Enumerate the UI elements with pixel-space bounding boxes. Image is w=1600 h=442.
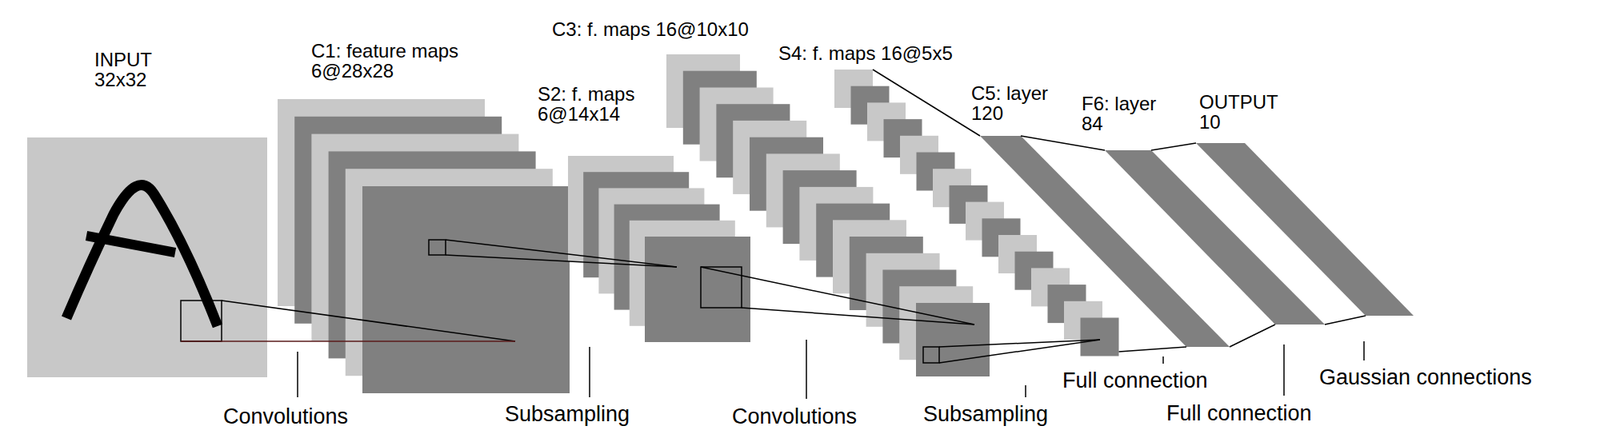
operation-label: Full connection xyxy=(1062,368,1208,394)
connection-line xyxy=(1324,316,1366,325)
layer-band xyxy=(1196,143,1414,316)
feature-map-stack xyxy=(568,156,751,343)
operation-label: Subsampling xyxy=(923,402,1048,428)
receptive-field xyxy=(700,267,742,308)
layer-heading: S4: f. maps 16@5x5 xyxy=(778,43,953,64)
leader-tick xyxy=(296,352,299,398)
leader-tick xyxy=(1283,344,1285,396)
projection-line xyxy=(1119,347,1188,352)
projection-line xyxy=(180,340,516,343)
operation-label: Full connection xyxy=(1166,401,1312,427)
connection-line xyxy=(1020,136,1105,151)
feature-map xyxy=(1080,318,1120,357)
feature-map-stack xyxy=(277,99,570,394)
projection-line xyxy=(741,308,975,325)
projection-line xyxy=(939,340,1100,364)
layer-name: C5: layer 120 xyxy=(971,83,1072,124)
layer-heading: C1: feature maps 6@28x28 xyxy=(311,40,488,81)
layer-name: S4: f. maps 16@5x5 xyxy=(778,43,953,64)
feature-map xyxy=(362,186,570,394)
operation-label: Convolutions xyxy=(732,404,857,430)
letter-stroke xyxy=(66,185,218,327)
layer-heading: C5: layer 120 xyxy=(971,83,1072,124)
operation-label: Convolutions xyxy=(223,404,348,430)
layer-name: S2: f. maps 6@14x14 xyxy=(537,84,658,124)
feature-map xyxy=(644,236,751,343)
layer-heading: F6: layer 84 xyxy=(1081,93,1172,134)
layer-heading: C3: f. maps 16@10x10 xyxy=(552,19,749,40)
projection-line xyxy=(445,255,677,268)
operation-label: Subsampling xyxy=(504,402,630,428)
projection-line xyxy=(445,240,677,268)
projection-line xyxy=(221,300,516,342)
connection-line xyxy=(1229,324,1276,348)
layer-heading: S2: f. maps 6@14x14 xyxy=(537,84,658,124)
leader-tick xyxy=(1024,385,1027,398)
layer-name: C3: f. maps 16@10x10 xyxy=(552,19,749,40)
layer-heading: INPUT 32x32 xyxy=(94,49,175,90)
operation-label: Gaussian connections xyxy=(1319,365,1532,391)
projection-line xyxy=(700,267,975,325)
layer-heading: OUTPUT 10 xyxy=(1199,92,1300,132)
layer-name: OUTPUT 10 xyxy=(1199,92,1300,132)
layer-band xyxy=(980,136,1230,348)
receptive-field xyxy=(180,300,222,342)
layer-name: C1: feature maps 6@28x28 xyxy=(311,40,488,81)
layer-name: F6: layer 84 xyxy=(1081,93,1172,134)
projection-line xyxy=(872,69,980,136)
leader-tick xyxy=(1363,341,1365,361)
layer-name: INPUT 32x32 xyxy=(94,49,175,90)
leader-tick xyxy=(1162,356,1164,364)
receptive-field xyxy=(923,347,940,364)
letter-stroke xyxy=(86,236,176,253)
leader-tick xyxy=(805,340,808,400)
connection-line xyxy=(1151,143,1196,151)
leader-tick xyxy=(588,347,591,398)
receptive-field xyxy=(428,240,446,256)
